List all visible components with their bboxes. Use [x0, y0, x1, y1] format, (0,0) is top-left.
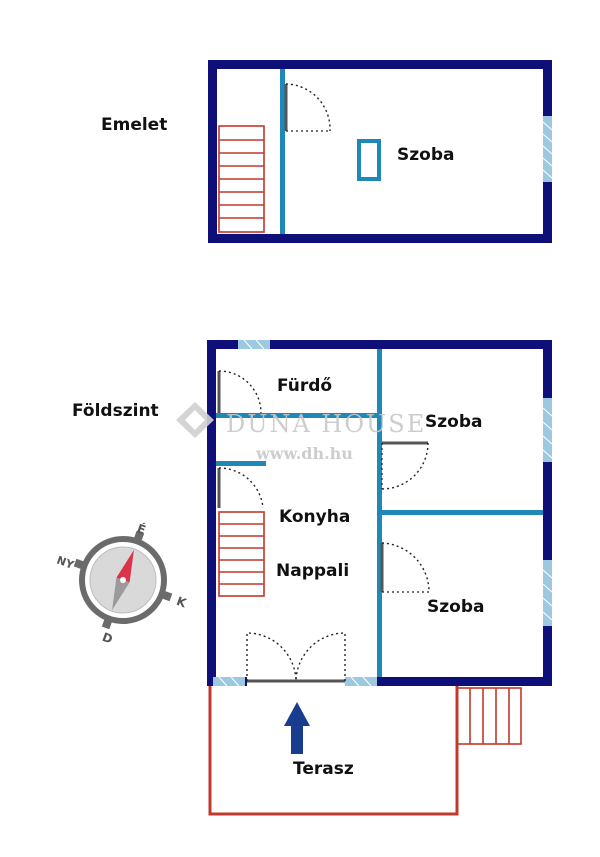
upper-room-label: Szoba [397, 145, 454, 165]
terrace-steps [456, 687, 522, 745]
ground-outer-walls [207, 340, 552, 686]
compass-south: D [100, 630, 114, 647]
entrance-double-door [246, 632, 346, 686]
upper-floor-plan [208, 60, 553, 243]
arrow-up-icon [284, 702, 310, 754]
terrace-outline [208, 686, 459, 816]
upper-floor-label: Emelet [101, 115, 167, 135]
upper-door [284, 83, 331, 132]
ground-floor-plan [207, 339, 553, 816]
kitchen-label: Konyha [279, 507, 350, 527]
bath-door [217, 370, 262, 414]
ground-inner-walls [216, 349, 543, 677]
upper-window [542, 116, 553, 182]
bedroom-bottom-label: Szoba [427, 597, 484, 617]
ground-staircase [218, 511, 265, 597]
compass-north: É [135, 520, 148, 537]
watermark-url: www.dh.hu [255, 444, 353, 463]
living-label: Nappali [276, 561, 349, 581]
kitchen-door [217, 467, 264, 509]
compass-icon: É K D NY [55, 520, 189, 647]
watermark: DUNA HOUSE www.dh.hu [176, 402, 426, 463]
ground-doors [217, 370, 430, 686]
bedroom-top-door [381, 441, 429, 490]
skylight [357, 139, 381, 181]
upper-staircase [218, 125, 265, 233]
upper-inner-wall [280, 69, 285, 234]
terrace-label: Terasz [293, 759, 354, 779]
bath-label: Fürdő [277, 376, 332, 396]
ground-floor-label: Földszint [72, 401, 159, 421]
watermark-brand: DUNA HOUSE [226, 410, 426, 438]
bedroom-top-label: Szoba [425, 412, 482, 432]
duna-house-logo-icon [176, 402, 214, 438]
compass-west: NY [55, 554, 77, 572]
compass-east: K [175, 594, 189, 611]
bedroom-bottom-door [380, 542, 430, 593]
ground-windows [213, 339, 553, 687]
